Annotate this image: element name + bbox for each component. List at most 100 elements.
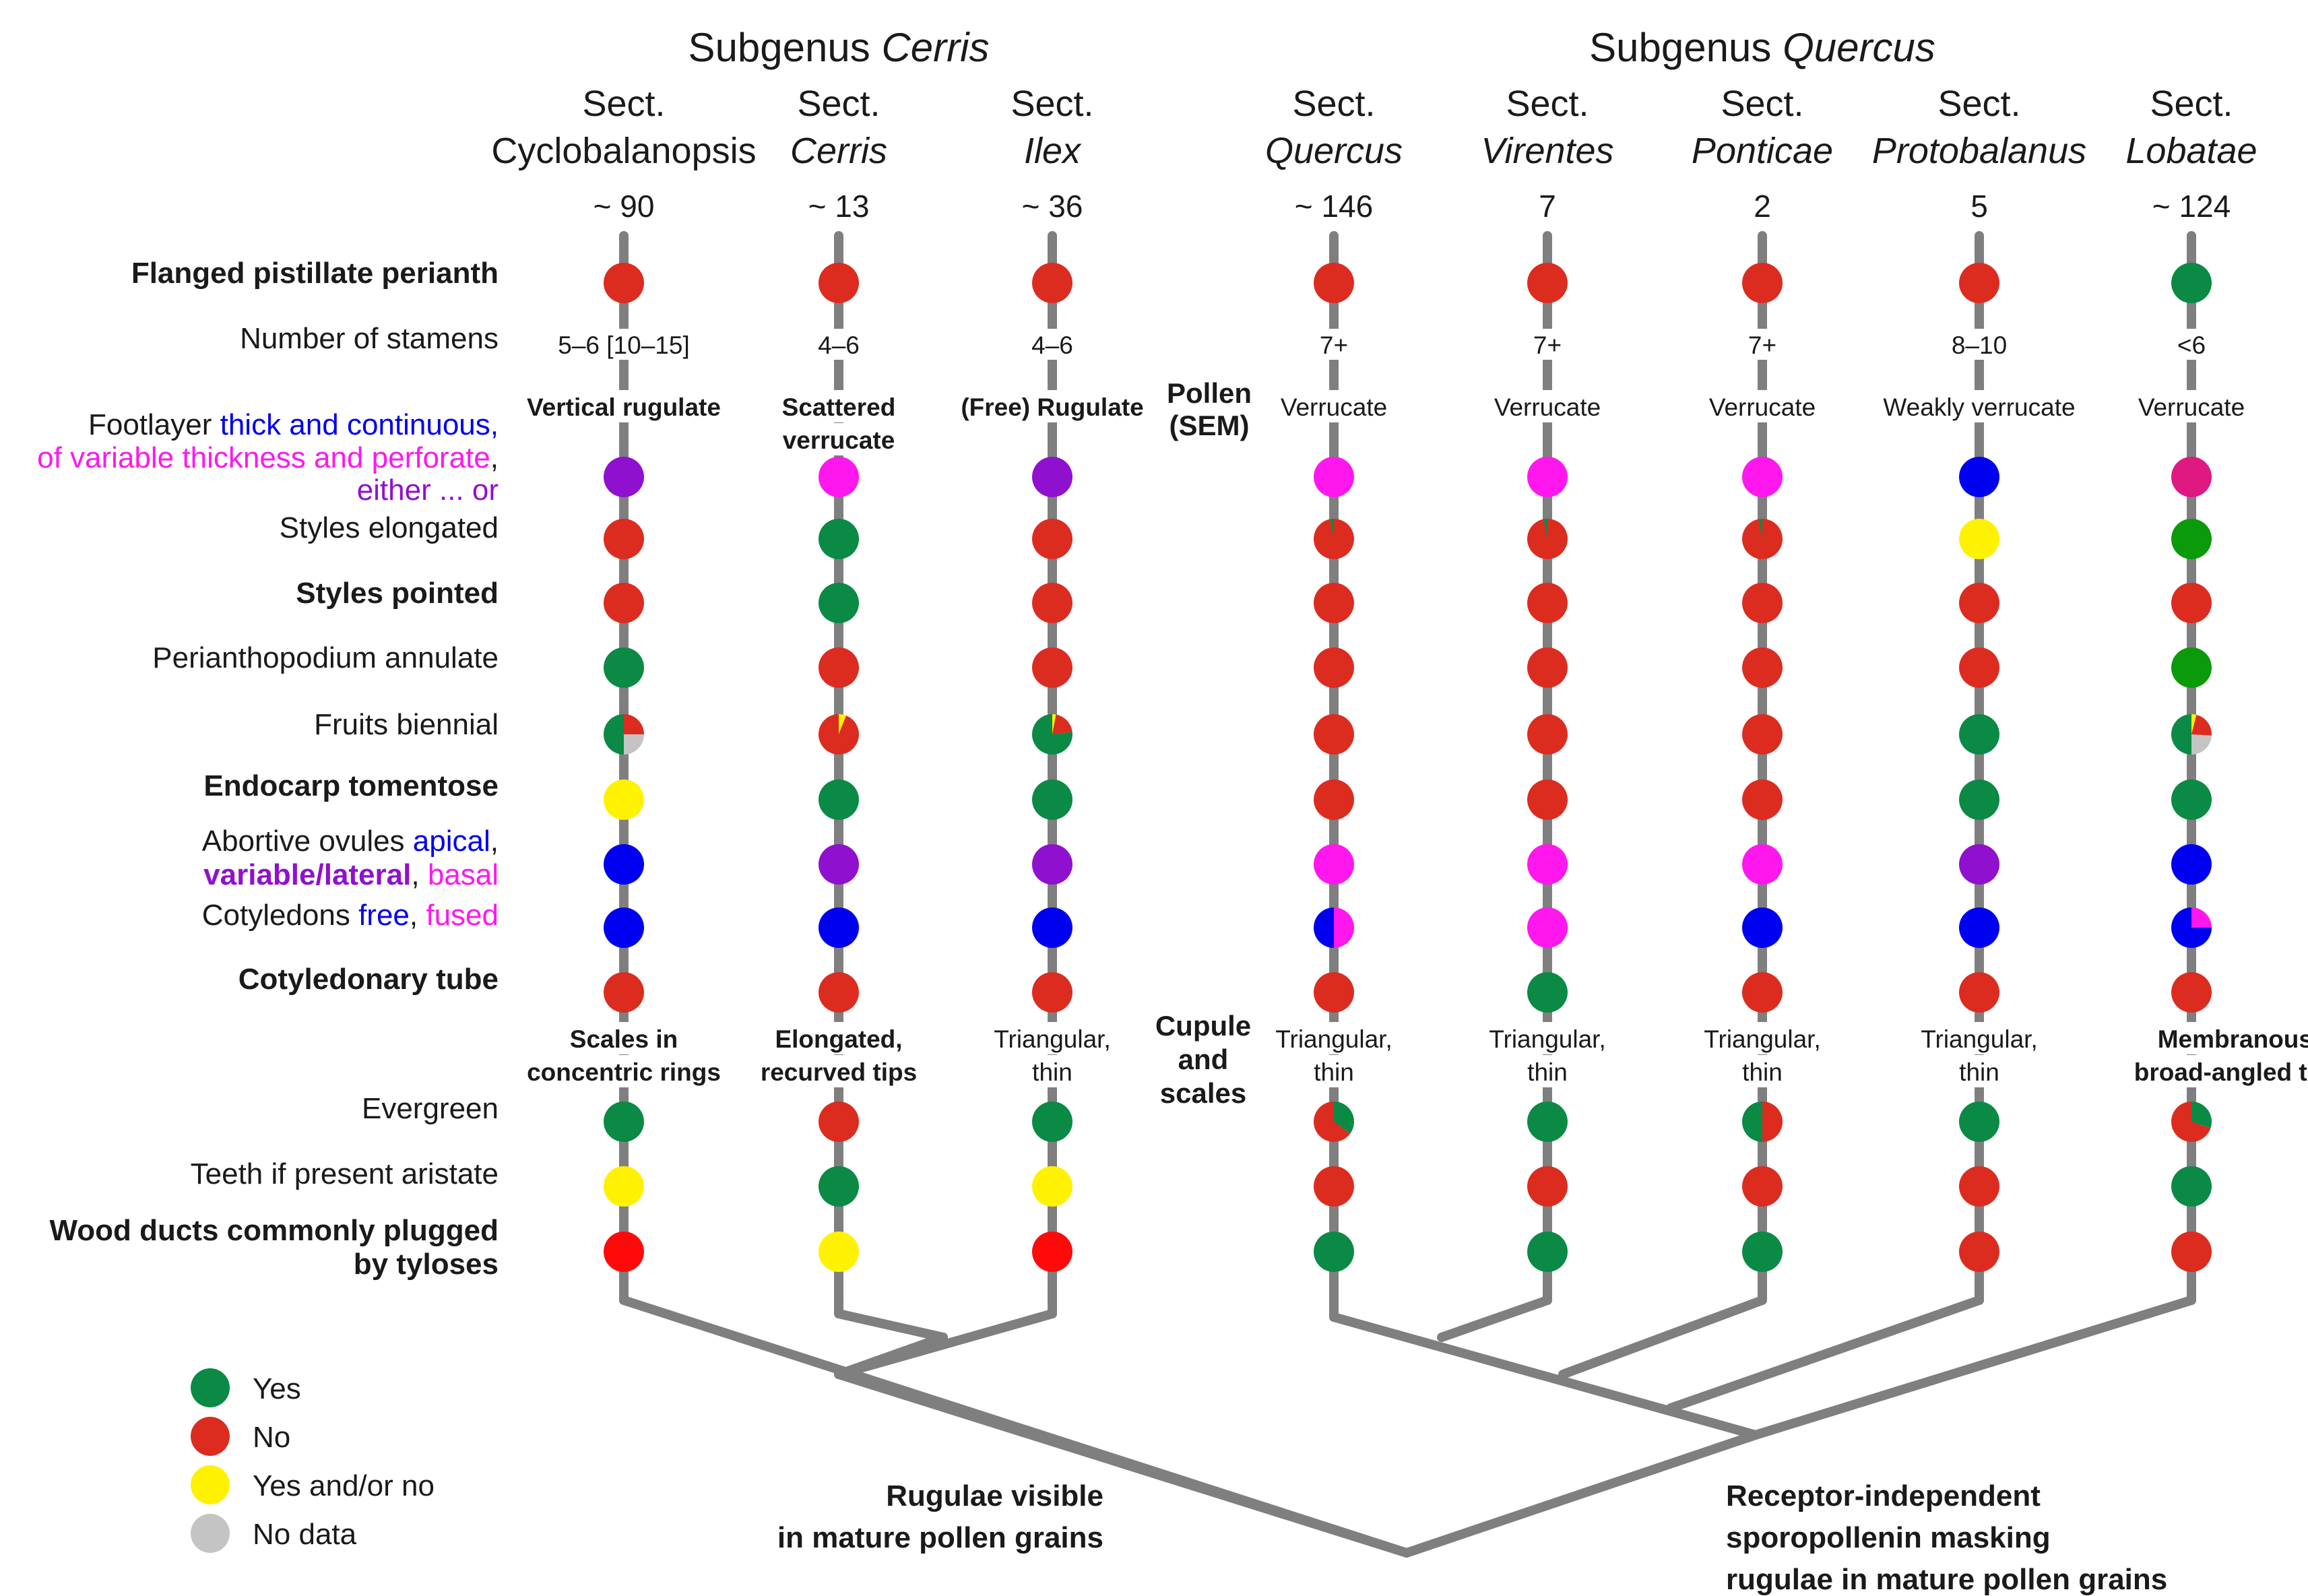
label-backing	[777, 423, 900, 455]
cupule-type: thin	[1742, 1058, 1783, 1086]
state-slice	[624, 714, 644, 734]
state-dot	[1742, 647, 1783, 688]
state-dot	[1742, 1166, 1783, 1207]
legend-label: Yes	[253, 1372, 301, 1405]
legend-label: Yes and/or no	[253, 1469, 435, 1502]
trait-row-teeth-aristate	[604, 1166, 2212, 1207]
state-dot	[819, 519, 859, 559]
state-dot	[1742, 972, 1783, 1013]
section-name: Virentes	[1481, 131, 1613, 171]
branch-cerris-ilex-join	[834, 1333, 948, 1379]
row-label-part: Wood ducts commonly plugged	[49, 1214, 499, 1247]
node-label-sporopollenin: sporopollenin masking	[1726, 1521, 2051, 1554]
state-slice	[1334, 907, 1354, 948]
section-prefix: Sect.	[1292, 84, 1375, 124]
row-label-17: Wood ducts commonly plugged	[49, 1214, 499, 1247]
state-slice	[2191, 907, 2212, 928]
row-label-part: ,	[490, 441, 499, 474]
state-slice	[624, 734, 644, 755]
label-backing	[518, 1055, 730, 1087]
row-label-part: Evergreen	[362, 1092, 499, 1125]
row-label-7: Styles pointed	[296, 577, 499, 610]
row-label-12: variable/lateral, basal	[203, 858, 499, 891]
row-label-part: ,	[410, 899, 426, 932]
legend-swatch-nodata	[191, 1514, 230, 1553]
branch-lobatae	[1751, 1296, 2196, 1440]
state-dot	[1314, 779, 1354, 820]
pollen-type: Weakly verrucate	[1883, 393, 2075, 421]
label-backing	[1273, 390, 1395, 422]
section-prefix: Sect.	[582, 84, 665, 124]
species-count: ~ 124	[2152, 189, 2231, 224]
state-dot	[819, 972, 859, 1013]
label-backing	[978, 1022, 1126, 1054]
section-prefix: Sect.	[1937, 84, 2020, 124]
state-dot	[819, 457, 859, 497]
label-backing	[1518, 1055, 1576, 1087]
state-dot	[1742, 457, 1783, 497]
state-dot	[1314, 972, 1354, 1013]
state-dot	[1527, 583, 1568, 623]
cupule-scales-label: Cupule	[1155, 1010, 1251, 1042]
label-backing	[1304, 329, 1364, 360]
row-label-part: Endocarp tomentose	[203, 769, 499, 802]
count-backing	[792, 189, 886, 226]
state-dot	[604, 583, 644, 623]
state-slice	[819, 714, 860, 755]
state-slice	[1334, 1102, 1354, 1134]
trait-state-dots	[604, 263, 2212, 1272]
state-dot	[1959, 779, 1999, 820]
subgenus-name: Cerris	[881, 25, 989, 70]
state-dot	[1314, 714, 1354, 755]
cupule-type: Scales in	[570, 1025, 678, 1053]
stamen-count: 5–6 [10–15]	[558, 331, 689, 359]
state-dot	[1314, 457, 1354, 497]
state-dot	[1032, 844, 1072, 885]
state-dot	[604, 519, 644, 559]
trait-row-abortive-ovules	[604, 844, 2212, 885]
state-dot	[1032, 907, 1072, 948]
pollen-sem-label: (SEM)	[1169, 410, 1250, 441]
state-dot	[1314, 1166, 1354, 1207]
state-dot	[1959, 907, 1999, 948]
state-dot	[1742, 1232, 1783, 1272]
node-label-rugulae: Rugulae visible	[886, 1479, 1103, 1512]
state-dot	[1959, 1102, 1999, 1142]
cupule-type: recurved tips	[761, 1058, 917, 1086]
stamen-count: 8–10	[1952, 331, 2007, 359]
legend-swatch-yesno	[191, 1465, 230, 1504]
row-label-part: Footlayer	[88, 408, 220, 441]
label-backing	[1688, 1022, 1836, 1054]
trait-row-flanged-pistillate-perianth	[604, 263, 2212, 303]
state-dot	[819, 647, 859, 688]
state-dot	[2171, 972, 2212, 1013]
row-label-part: fused	[426, 899, 499, 932]
row-label-part: Cotyledonary tube	[238, 963, 499, 996]
label-backing	[1873, 390, 2085, 422]
state-dot	[819, 583, 859, 623]
section-name: Protobalanus	[1872, 131, 2086, 171]
state-dot	[1959, 714, 1999, 755]
state-dot	[2171, 844, 2212, 885]
state-dot	[1527, 1232, 1568, 1272]
trait-row-endocarp-tomentose	[604, 779, 2212, 820]
state-dot	[604, 647, 644, 688]
row-label-part: Perianthopodium annulate	[152, 641, 499, 674]
section-prefix: Sect.	[1721, 84, 1803, 124]
subgenus-title-1: Subgenus Cerris	[688, 25, 990, 70]
count-backing	[1932, 189, 2026, 226]
state-dot	[2171, 1232, 2212, 1272]
pollen-type: Scattered	[782, 393, 896, 421]
row-label-part: Number of stamens	[240, 322, 499, 355]
state-dot	[1959, 457, 1999, 497]
pollen-type: Verrucate	[2138, 393, 2245, 421]
state-dot	[1742, 263, 1783, 303]
row-label-part: Cotyledons	[202, 899, 358, 932]
state-slice	[604, 714, 624, 755]
cupule-type: Triangular,	[1275, 1025, 1392, 1053]
state-dot	[604, 1102, 644, 1142]
section-prefix: Sect.	[797, 84, 880, 124]
state-dot	[1527, 844, 1568, 885]
